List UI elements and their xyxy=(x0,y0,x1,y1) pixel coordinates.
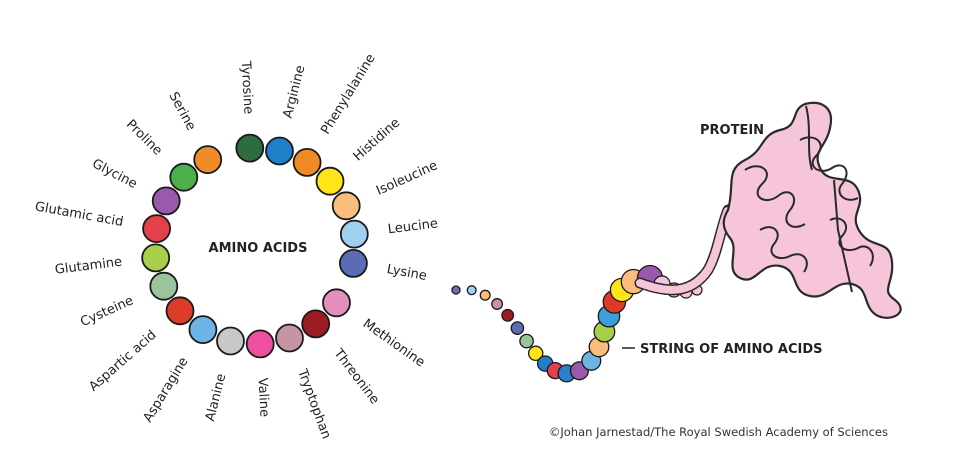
amino-acid-bead-15 xyxy=(141,243,171,273)
protein-strand-2 xyxy=(833,179,853,293)
string-bead-5 xyxy=(510,321,525,335)
amino-acid-label-10: Valine xyxy=(255,377,272,417)
amino-acid-bead-17 xyxy=(151,186,181,216)
amino-acid-bead-14 xyxy=(149,271,179,301)
amino-acid-bead-0 xyxy=(235,133,265,163)
string-bead-6 xyxy=(519,333,534,349)
protein-helix-3 xyxy=(759,226,808,273)
amino-acid-label-11: Alanine xyxy=(203,372,229,423)
amino-acid-bead-1 xyxy=(265,136,294,166)
amino-acid-label-15: Glutamine xyxy=(54,255,123,278)
protein-helix-2 xyxy=(799,136,859,201)
amino-acid-label-19: Serine xyxy=(166,90,199,134)
amino-acid-label-6: Lysine xyxy=(386,262,428,284)
protein-strand-1 xyxy=(805,105,813,171)
amino-acid-bead-5 xyxy=(339,219,369,249)
amino-acid-bead-12 xyxy=(188,315,218,345)
amino-acid-bead-7 xyxy=(322,288,351,318)
amino-acid-bead-3 xyxy=(315,166,345,196)
amino-acid-label-18: Proline xyxy=(123,117,165,159)
amino-acid-label-17: Glycine xyxy=(90,156,140,192)
amino-acid-label-2: Phenylalanine xyxy=(318,51,378,137)
amino-acid-label-1: Arginine xyxy=(281,64,309,120)
amino-acid-label-14: Cysteine xyxy=(78,293,136,330)
string-bead-1 xyxy=(466,285,477,296)
string-bead-0 xyxy=(451,285,461,295)
string-bead-3 xyxy=(491,298,504,310)
amino-acid-bead-18 xyxy=(169,162,199,192)
amino-acid-bead-4 xyxy=(331,191,361,221)
protein-helix-1 xyxy=(744,165,806,228)
string-bead-4 xyxy=(501,308,515,322)
protein-coil-tail-fill xyxy=(636,206,732,294)
amino-acid-label-0: Tyrosine xyxy=(238,60,256,115)
string-bead-2 xyxy=(479,289,491,301)
amino-acid-label-5: Leucine xyxy=(387,216,439,237)
amino-acid-label-16: Glutamic acid xyxy=(34,199,125,230)
ring-label: AMINO ACIDS xyxy=(209,241,308,256)
credit-text: ©Johan Jarnestad/The Royal Swedish Acade… xyxy=(549,425,888,439)
amino-acid-label-8: Threonine xyxy=(330,346,382,408)
amino-acid-label-7: Methionine xyxy=(360,316,428,370)
amino-acid-label-3: Histidine xyxy=(351,115,404,164)
amino-acid-bead-9 xyxy=(275,323,304,353)
amino-acid-label-4: Isoleucine xyxy=(374,158,440,198)
protein-ribbon-outline xyxy=(722,101,902,319)
amino-acid-bead-6 xyxy=(338,248,368,278)
amino-acid-bead-2 xyxy=(292,147,322,177)
amino-acid-label-12: Asparagine xyxy=(141,355,192,425)
amino-acid-bead-19 xyxy=(193,145,223,175)
amino-acid-bead-8 xyxy=(301,309,331,339)
amino-acid-bead-13 xyxy=(165,296,195,326)
amino-acid-label-9: Tryptophan xyxy=(294,366,334,441)
string-bead-7 xyxy=(527,345,544,362)
amino-acid-bead-10 xyxy=(245,329,275,359)
amino-acid-label-13: Aspartic acid xyxy=(86,328,159,395)
amino-acid-string xyxy=(451,264,703,383)
amino-acid-bead-16 xyxy=(142,214,172,244)
string-label: STRING OF AMINO ACIDS xyxy=(640,342,823,357)
amino-acid-bead-11 xyxy=(216,326,245,356)
protein-structure xyxy=(634,101,902,319)
protein-label: PROTEIN xyxy=(700,123,764,138)
